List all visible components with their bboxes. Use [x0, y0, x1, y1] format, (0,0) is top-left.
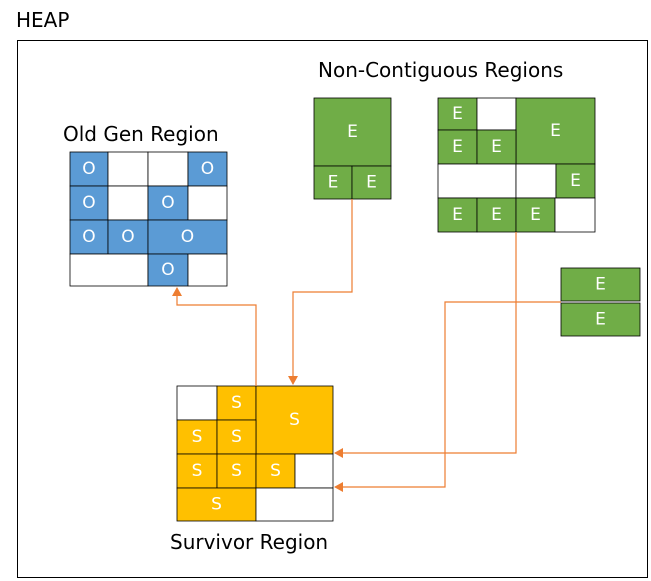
arrow-eden2-to-survivor [334, 232, 517, 458]
survivor-empty-cell [255, 487, 334, 522]
survivor-cell: S [216, 419, 257, 455]
svg-text:S: S [270, 461, 281, 481]
svg-text:E: E [452, 104, 463, 124]
old-gen-cell: O [69, 185, 109, 221]
eden-cell: E [313, 165, 353, 200]
eden-cell: E [437, 197, 478, 233]
svg-text:O: O [82, 159, 95, 179]
svg-text:E: E [570, 171, 581, 191]
svg-text:S: S [192, 461, 203, 481]
arrow-eden3-to-survivor [334, 301, 561, 492]
svg-text:O: O [201, 159, 214, 179]
svg-text:E: E [452, 205, 463, 225]
svg-text:S: S [289, 410, 300, 430]
svg-text:O: O [121, 227, 134, 247]
survivor-title: Survivor Region [170, 530, 328, 554]
survivor-cell: S [176, 419, 218, 455]
svg-text:S: S [231, 461, 242, 481]
eden-cell: E [476, 197, 517, 233]
eden-cell: E [515, 97, 596, 165]
svg-text:E: E [491, 137, 502, 157]
heap-container [17, 40, 648, 578]
old-gen-cell: O [69, 219, 109, 255]
eden-cell: E [515, 197, 556, 233]
eden-cell: E [437, 129, 478, 165]
svg-text:E: E [328, 173, 339, 193]
survivor-cell: S [176, 453, 218, 489]
svg-text:E: E [530, 205, 541, 225]
svg-text:S: S [231, 427, 242, 447]
eden-empty-cell [476, 97, 517, 131]
svg-text:E: E [595, 275, 606, 295]
eden-cell: E [437, 97, 478, 131]
old-gen-title: Old Gen Region [63, 122, 219, 146]
promotion-arrows [172, 199, 561, 492]
old-gen-empty-cell [107, 185, 149, 221]
eden-cell: E [560, 267, 641, 302]
svg-text:O: O [181, 227, 194, 247]
old-gen-empty-cell [107, 151, 149, 187]
svg-text:E: E [550, 121, 561, 141]
svg-text:E: E [452, 137, 463, 157]
svg-text:E: E [347, 122, 358, 142]
svg-text:O: O [161, 193, 174, 213]
old-gen-empty-cell [147, 151, 189, 187]
eden-empty-cell [437, 163, 517, 199]
survivor-cell: S [216, 385, 257, 421]
svg-text:E: E [595, 310, 606, 330]
svg-text:O: O [161, 260, 174, 280]
old-gen-empty-cell [187, 185, 228, 221]
eden-cell: E [476, 129, 517, 165]
old-gen-empty-cell [187, 253, 228, 287]
old-gen-cell: O [147, 185, 189, 221]
svg-text:S: S [211, 495, 222, 515]
arrow-survivor-to-old-gen [172, 287, 257, 386]
survivor-cell: S [216, 453, 257, 489]
svg-text:E: E [491, 205, 502, 225]
survivor-cell: S [255, 385, 334, 455]
eden-cell: E [313, 97, 392, 167]
eden-empty-cell [554, 197, 596, 233]
old-gen-cell: O [147, 253, 189, 287]
svg-text:E: E [366, 173, 377, 193]
eden-cell: E [555, 163, 596, 199]
survivor-cell: S [255, 453, 296, 489]
survivor-empty-cell [176, 385, 218, 421]
old-gen-empty-cell [69, 253, 149, 287]
old-gen-cell: O [187, 151, 228, 187]
svg-text:S: S [231, 393, 242, 413]
survivor-empty-cell [294, 453, 334, 489]
svg-text:S: S [192, 427, 203, 447]
svg-text:O: O [82, 193, 95, 213]
eden-cell: E [560, 302, 641, 337]
arrow-eden-to-survivor [288, 199, 353, 385]
old-gen-cell: O [147, 219, 228, 255]
survivor-cell: S [176, 487, 257, 522]
eden-cell: E [351, 165, 392, 200]
old-gen-cell: O [107, 219, 149, 255]
old-gen-cell: O [69, 151, 109, 187]
eden-empty-cell [515, 163, 557, 199]
non-contiguous-title: Non-Contiguous Regions [318, 58, 563, 82]
svg-text:O: O [82, 227, 95, 247]
heap-label: HEAP [16, 8, 70, 32]
